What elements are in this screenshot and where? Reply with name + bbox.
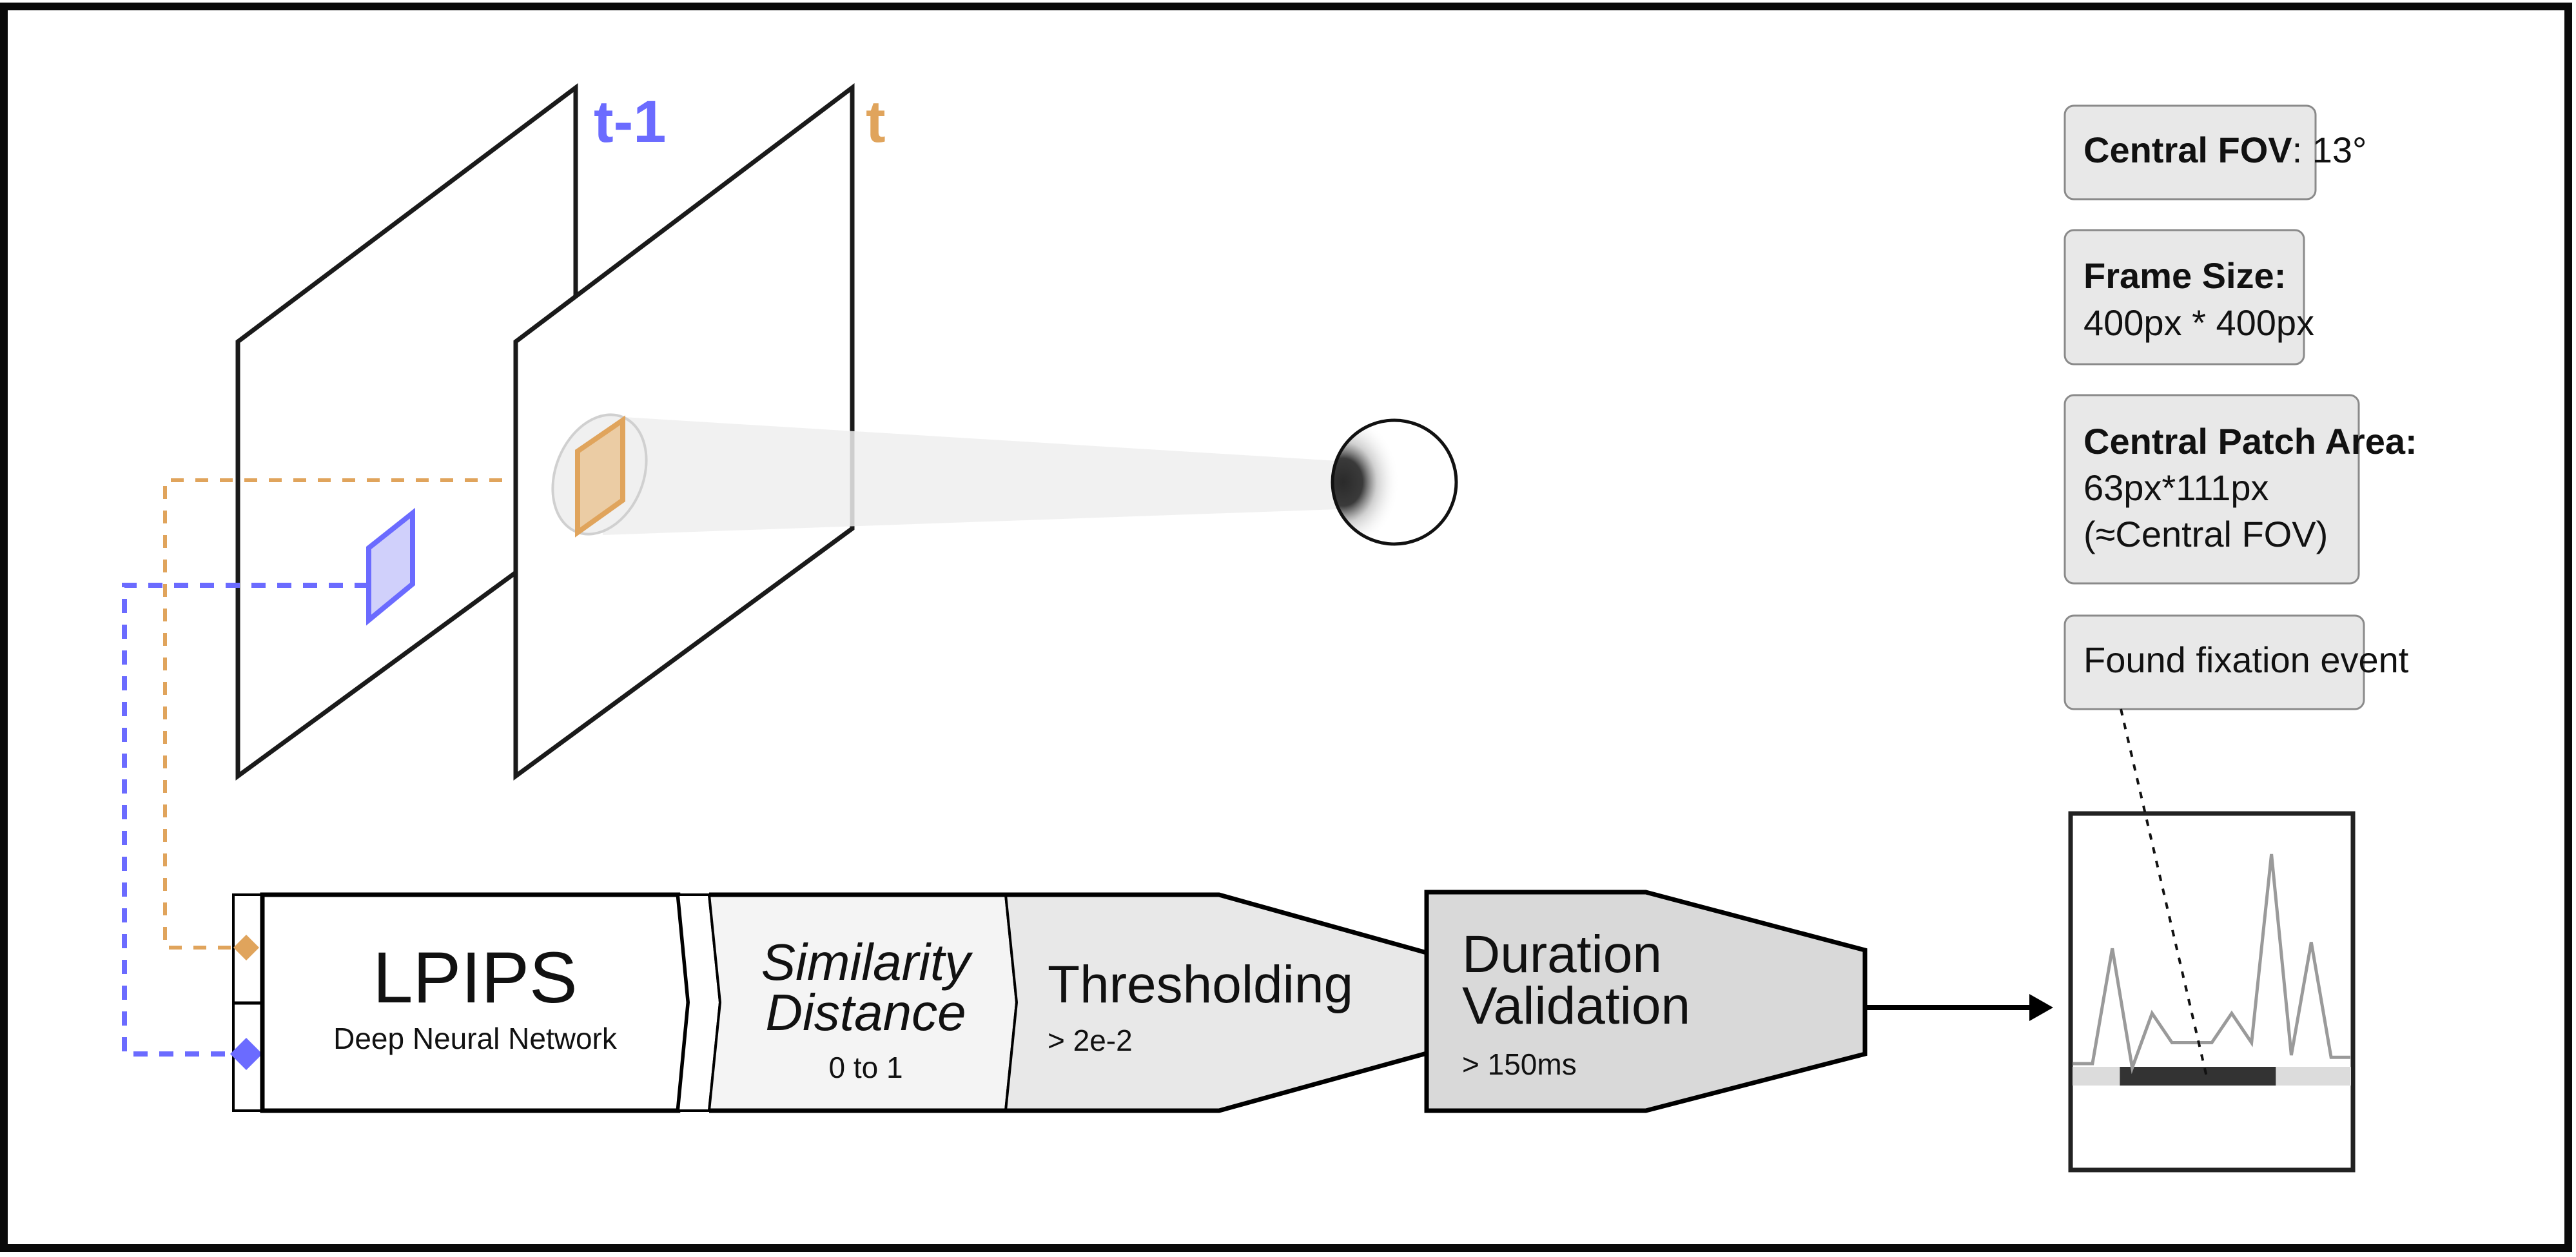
central-patch-value-line2: (≈Central FOV) bbox=[2083, 514, 2328, 554]
fixation-bar bbox=[2120, 1067, 2276, 1086]
info-central-patch: Central Patch Area: 63px*111px (≈Central… bbox=[2064, 394, 2417, 585]
duration-title-line1: Duration bbox=[1462, 925, 1662, 984]
signal-line bbox=[2073, 853, 2351, 1075]
thresholding-title: Thresholding bbox=[1048, 955, 1353, 1014]
frame-previous-label: t-1 bbox=[594, 89, 666, 155]
duration-condition: > 150ms bbox=[1462, 1048, 1577, 1081]
lpips-title: LPIPS bbox=[373, 937, 578, 1018]
patch-previous bbox=[366, 507, 415, 626]
connector-current bbox=[163, 478, 576, 950]
frame-current-label: t bbox=[866, 89, 886, 155]
stage-duration bbox=[1424, 890, 1868, 1113]
frame-size-value: 400px * 400px bbox=[2083, 302, 2314, 343]
central-fov-value: : 13° bbox=[2292, 130, 2367, 170]
frame-size-label: Frame Size: bbox=[2083, 255, 2286, 296]
similarity-title-line1: Similarity bbox=[761, 933, 973, 991]
thresholding-condition: > 2e-2 bbox=[1048, 1024, 1133, 1057]
signal-plot-frame bbox=[2068, 811, 2356, 1173]
signal-plot bbox=[2068, 811, 2356, 1173]
fixation-event-text: Found fixation event bbox=[2083, 639, 2409, 680]
fixation-pointer bbox=[2120, 708, 2208, 1077]
svg-text:Central FOV: 13°: Central FOV: 13° bbox=[2083, 130, 2366, 170]
central-fov-label: Central FOV bbox=[2083, 130, 2292, 170]
port-current-diamond bbox=[233, 935, 259, 960]
gaze-cone bbox=[603, 416, 1338, 535]
similarity-title-line2: Distance bbox=[765, 984, 966, 1041]
eye-icon bbox=[1331, 418, 1458, 546]
similarity-range: 0 to 1 bbox=[828, 1051, 903, 1084]
info-frame-size: Frame Size: 400px * 400px bbox=[2064, 229, 2314, 365]
input-ports bbox=[232, 893, 264, 1112]
central-patch-value-line1: 63px*111px bbox=[2083, 467, 2269, 508]
info-fixation-event: Found fixation event bbox=[2064, 614, 2409, 710]
duration-title-line2: Validation bbox=[1462, 977, 1690, 1035]
lpips-subtitle: Deep Neural Network bbox=[333, 1022, 618, 1055]
output-arrow bbox=[1865, 994, 2053, 1021]
patch-current bbox=[575, 415, 625, 538]
port-previous-diamond bbox=[230, 1038, 262, 1070]
info-central-fov: Central FOV: 13° bbox=[2064, 104, 2366, 200]
central-patch-label: Central Patch Area: bbox=[2083, 421, 2417, 462]
